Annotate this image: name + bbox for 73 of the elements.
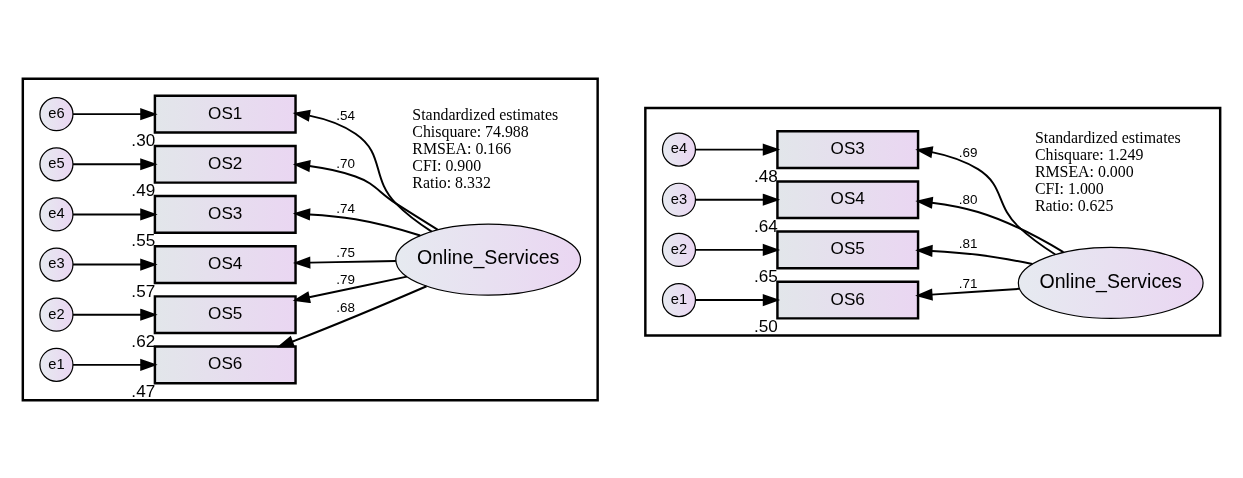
node-label: CFI: 1.000	[1034, 179, 1104, 197]
edge-label: .54	[336, 107, 356, 123]
node-label: RMSEA: 0.166	[412, 139, 512, 157]
node-circle: e4	[39, 196, 74, 232]
edge-label: .70	[336, 155, 356, 171]
arrow	[292, 256, 397, 269]
arrow	[292, 275, 408, 303]
arrow	[276, 284, 428, 347]
node-ellipse: Online_Services	[395, 223, 582, 296]
node-box: OS6	[153, 344, 297, 384]
arrow	[72, 308, 158, 321]
node-label: .49	[131, 180, 156, 200]
arrow	[72, 107, 158, 120]
node-circle: e6	[39, 96, 74, 131]
node-label: .30	[131, 130, 156, 150]
node-label: CFI: 0.900	[412, 156, 482, 174]
edge-label: .79	[336, 271, 356, 287]
node-label: .62	[131, 331, 156, 351]
node-box: OS5	[776, 229, 920, 269]
node-label: .57	[131, 281, 156, 301]
arrow	[915, 145, 1057, 255]
arrow	[72, 207, 158, 221]
node-label: Standardized estimates	[1034, 128, 1181, 146]
arrow	[694, 293, 781, 306]
node-label: Chisquare: 1.249	[1034, 145, 1144, 163]
node-label: Chisquare: 74.988	[412, 122, 529, 140]
node-circle: e2	[661, 232, 697, 267]
edge-label: .81	[958, 235, 978, 251]
arrow	[292, 207, 422, 236]
node-circle: e1	[39, 347, 74, 382]
node-label: .47	[131, 381, 156, 401]
node-circle: e1	[661, 282, 697, 317]
node-circle: e2	[39, 297, 74, 332]
arrow	[292, 159, 439, 231]
node-circle: e3	[39, 246, 74, 282]
edge-label: .71	[958, 275, 978, 291]
edge-label: .68	[336, 299, 356, 315]
arrow	[694, 143, 781, 156]
cluster	[21, 76, 599, 402]
arrow	[292, 109, 433, 233]
node-box: OS3	[776, 129, 920, 169]
arrow	[72, 257, 158, 271]
node-box: OS5	[153, 294, 297, 334]
node-circle: e5	[39, 146, 74, 181]
arrow	[694, 243, 781, 256]
node-box: OS2	[153, 144, 297, 184]
node-label: .48	[753, 166, 778, 186]
node-box: OS3	[153, 194, 297, 234]
edge-label: .80	[958, 191, 978, 207]
arrow	[694, 193, 781, 206]
node-label: .50	[753, 316, 778, 336]
node-circle: e3	[661, 182, 697, 217]
edge-label: .74	[336, 200, 356, 216]
node-circle: e4	[661, 132, 697, 167]
arrow	[72, 157, 158, 170]
arrow	[915, 196, 1065, 253]
node-box: OS4	[776, 179, 920, 219]
node-label: .65	[753, 266, 778, 286]
node-label: Ratio: 8.332	[412, 173, 491, 191]
node-label: Ratio: 0.625	[1034, 196, 1114, 214]
arrow	[915, 287, 1021, 301]
node-box: OS1	[153, 94, 297, 134]
node-label: .55	[131, 230, 156, 250]
node-ellipse: Online_Services	[1017, 246, 1204, 319]
node-label: .64	[753, 216, 778, 236]
edge-label: .69	[958, 144, 978, 160]
node-label: Standardized estimates	[412, 105, 559, 123]
arrow	[915, 244, 1034, 265]
arrow	[72, 358, 158, 371]
edge-label: .75	[336, 244, 356, 260]
cluster	[644, 106, 1222, 337]
node-box: OS4	[153, 244, 297, 284]
node-box: OS6	[776, 279, 920, 320]
